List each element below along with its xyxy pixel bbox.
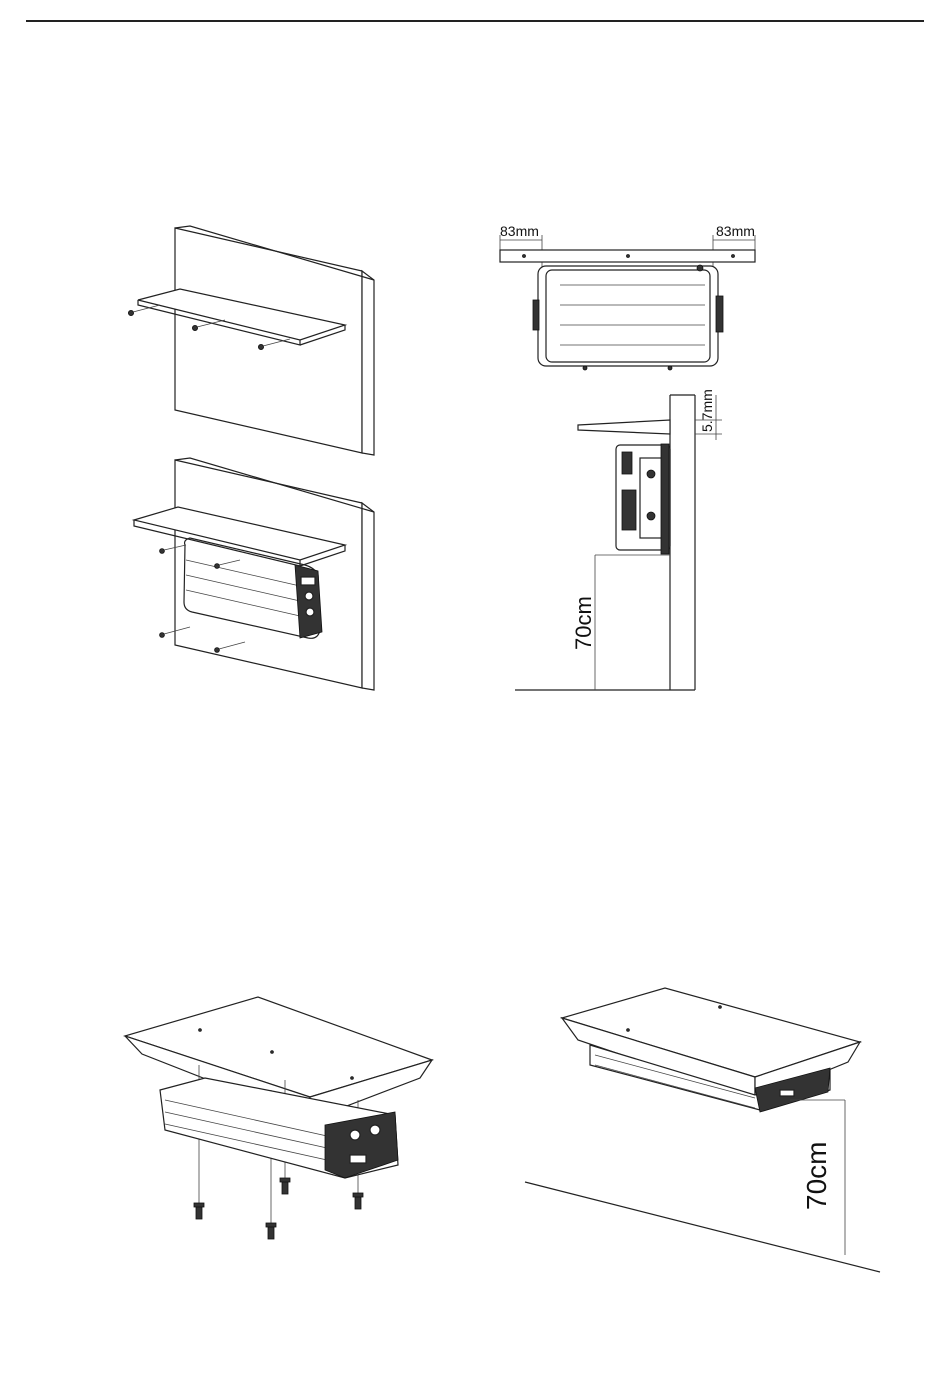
dimension-label-left: 83mm bbox=[500, 223, 539, 239]
screw-icon bbox=[194, 1203, 204, 1219]
screw-icon bbox=[353, 1193, 363, 1209]
side-view-dimension: 5.7mm 70cm bbox=[515, 389, 722, 690]
dimension-label-gap: 5.7mm bbox=[699, 389, 715, 432]
wall-mount-step2 bbox=[134, 458, 374, 690]
dimension-label-height-iso: 70cm bbox=[801, 1142, 832, 1210]
ceiling-mount-exploded bbox=[125, 997, 432, 1239]
dimension-label-height-side: 70cm bbox=[571, 596, 596, 650]
screw-icon bbox=[266, 1223, 276, 1239]
top-view-dimension: 83mm 83mm bbox=[500, 223, 755, 370]
dimension-label-right: 83mm bbox=[716, 223, 755, 239]
inverter-unit bbox=[616, 444, 670, 554]
wall-mount-step1 bbox=[128, 226, 374, 455]
screw-icon bbox=[280, 1178, 290, 1194]
ceiling-mount-assembled: 70cm bbox=[525, 988, 880, 1272]
